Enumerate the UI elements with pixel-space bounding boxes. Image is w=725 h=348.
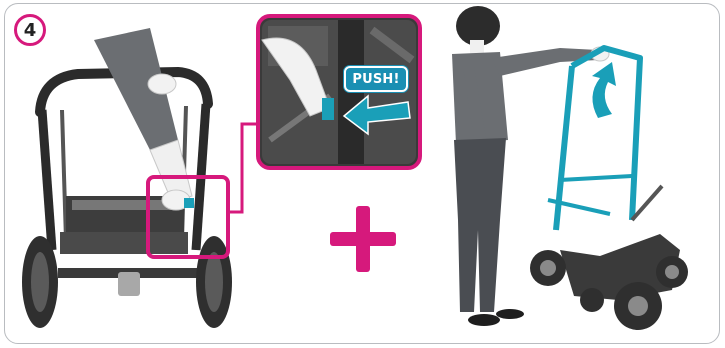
push-callout-label: PUSH! — [344, 66, 408, 92]
plus-icon — [330, 206, 396, 272]
step-number-badge: 4 — [14, 14, 46, 46]
lift-arrow-icon — [592, 62, 616, 118]
zoom-inset — [258, 16, 420, 168]
right-stroller — [530, 48, 688, 330]
